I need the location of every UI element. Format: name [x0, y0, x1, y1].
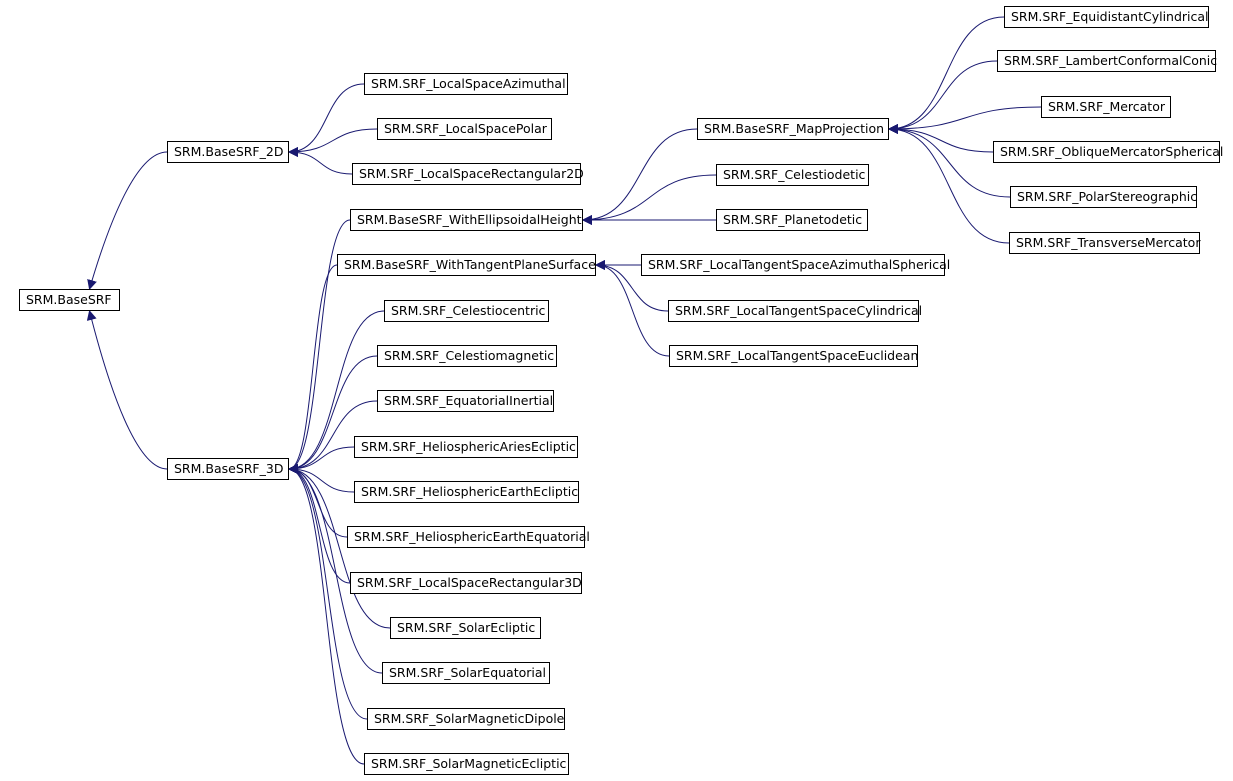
- node-srf-planetodetic[interactable]: SRM.SRF_Planetodetic: [716, 209, 868, 231]
- inheritance-edge-HelioAriesEcl-to-BaseSRF_3D: [288, 446, 355, 474]
- inheritance-edge-BaseSRF_2D-to-BaseSRF: [87, 151, 168, 290]
- inheritance-edge-SolarEcliptic-to-BaseSRF_3D: [288, 464, 391, 629]
- node-srf-equidistant-cylindrical[interactable]: SRM.SRF_EquidistantCylindrical: [1004, 6, 1209, 28]
- inheritance-edge-Celestiocentric-to-BaseSRF_3D: [288, 310, 385, 474]
- inheritance-edge-PolarStereo-to-MapProjection: [888, 124, 1011, 198]
- node-srf-polar-stereographic[interactable]: SRM.SRF_PolarStereographic: [1010, 186, 1197, 208]
- node-srf-celestiodetic[interactable]: SRM.SRF_Celestiodetic: [716, 164, 869, 186]
- node-srf-mercator[interactable]: SRM.SRF_Mercator: [1041, 96, 1171, 118]
- node-srf-solar-magnetic-ecliptic[interactable]: SRM.SRF_SolarMagneticEcliptic: [364, 753, 569, 775]
- inheritance-edge-TransverseMerc-to-MapProjection: [888, 124, 1010, 244]
- node-srf-local-space-rectangular-3d[interactable]: SRM.SRF_LocalSpaceRectangular3D: [350, 572, 582, 594]
- node-srf-local-space-polar[interactable]: SRM.SRF_LocalSpacePolar: [377, 118, 552, 140]
- inheritance-edge-SolarEquatorial-to-BaseSRF_3D: [288, 464, 383, 674]
- inheritance-edge-LTSCyl-to-WithTPS: [595, 260, 669, 312]
- node-srf-local-tangent-space-cylindrical[interactable]: SRM.SRF_LocalTangentSpaceCylindrical: [668, 300, 922, 322]
- inheritance-edge-SolarMagEcl-to-BaseSRF_3D: [288, 464, 365, 765]
- node-srf-oblique-mercator-spherical[interactable]: SRM.SRF_ObliqueMercatorSpherical: [993, 141, 1223, 163]
- node-srf-local-tangent-space-euclidean[interactable]: SRM.SRF_LocalTangentSpaceEuclidean: [669, 345, 918, 367]
- node-base-srf-with-tangent-plane-surface[interactable]: SRM.BaseSRF_WithTangentPlaneSurface: [337, 254, 596, 276]
- node-srf-equatorial-inertial[interactable]: SRM.SRF_EquatorialInertial: [377, 390, 554, 412]
- node-srf-celestiocentric[interactable]: SRM.SRF_Celestiocentric: [384, 300, 549, 322]
- inheritance-edge-HelioEarthEcl-to-BaseSRF_3D: [288, 464, 355, 493]
- inheritance-edge-EquidistCyl-to-MapProjection: [888, 16, 1005, 134]
- inheritance-edge-HelioEarthEq-to-BaseSRF_3D: [288, 464, 348, 538]
- inheritance-edge-MapProjection-to-WithEllHeight: [582, 128, 698, 225]
- node-base-srf-map-projection[interactable]: SRM.BaseSRF_MapProjection: [697, 118, 889, 140]
- inheritance-edge-ObliqueMercSph-to-MapProjection: [888, 124, 994, 153]
- node-base-srf[interactable]: SRM.BaseSRF: [19, 289, 120, 311]
- inheritance-edge-WithEllHeight-to-BaseSRF_3D: [288, 219, 351, 474]
- node-base-srf-2d[interactable]: SRM.BaseSRF_2D: [167, 141, 289, 163]
- node-srf-heliospheric-earth-ecliptic[interactable]: SRM.SRF_HeliosphericEarthEcliptic: [354, 481, 579, 503]
- inheritance-edge-WithTPS-to-BaseSRF_3D: [288, 264, 338, 474]
- inheritance-edge-EquatorialInertial-to-BaseSRF_3D: [288, 400, 378, 474]
- inheritance-edge-Mercator-to-MapProjection: [888, 106, 1042, 134]
- node-srf-local-tangent-space-azimuthal-spherical[interactable]: SRM.SRF_LocalTangentSpaceAzimuthalSpheri…: [641, 254, 950, 276]
- node-base-srf-3d[interactable]: SRM.BaseSRF_3D: [167, 458, 289, 480]
- inheritance-edge-Celestiodetic-to-WithEllHeight: [582, 174, 717, 225]
- node-srf-solar-magnetic-dipole[interactable]: SRM.SRF_SolarMagneticDipole: [367, 708, 565, 730]
- node-srf-heliospheric-aries-ecliptic[interactable]: SRM.SRF_HeliosphericAriesEcliptic: [354, 436, 578, 458]
- inheritance-edge-BaseSRF_3D-to-BaseSRF: [86, 310, 168, 470]
- inheritance-edge-LSRect2D-to-BaseSRF_2D: [288, 147, 353, 175]
- node-srf-heliospheric-earth-equatorial[interactable]: SRM.SRF_HeliosphericEarthEquatorial: [347, 526, 590, 548]
- node-srf-solar-ecliptic[interactable]: SRM.SRF_SolarEcliptic: [390, 617, 541, 639]
- inheritance-edge-LSRect3D-to-BaseSRF_3D: [288, 464, 351, 584]
- node-srf-transverse-mercator[interactable]: SRM.SRF_TransverseMercator: [1009, 232, 1200, 254]
- node-srf-celestiomagnetic[interactable]: SRM.SRF_Celestiomagnetic: [377, 345, 557, 367]
- inheritance-edge-LSPolar-to-BaseSRF_2D: [288, 128, 378, 157]
- node-srf-lambert-conformal-conic[interactable]: SRM.SRF_LambertConformalConic: [997, 50, 1217, 72]
- inheritance-edge-LSAzimuthal-to-BaseSRF_2D: [288, 83, 365, 157]
- node-srf-solar-equatorial[interactable]: SRM.SRF_SolarEquatorial: [382, 662, 550, 684]
- node-base-srf-with-ellipsoidal-height[interactable]: SRM.BaseSRF_WithEllipsoidalHeight: [350, 209, 583, 231]
- inheritance-edge-SolarMagDipole-to-BaseSRF_3D: [288, 464, 368, 720]
- inheritance-edge-LTSEuc-to-WithTPS: [595, 260, 670, 357]
- node-srf-local-space-rectangular-2d[interactable]: SRM.SRF_LocalSpaceRectangular2D: [352, 163, 584, 185]
- inheritance-edge-Celestiomagnetic-to-BaseSRF_3D: [288, 355, 378, 474]
- inheritance-edge-LambertCC-to-MapProjection: [888, 60, 998, 134]
- node-srf-local-space-azimuthal[interactable]: SRM.SRF_LocalSpaceAzimuthal: [364, 73, 568, 95]
